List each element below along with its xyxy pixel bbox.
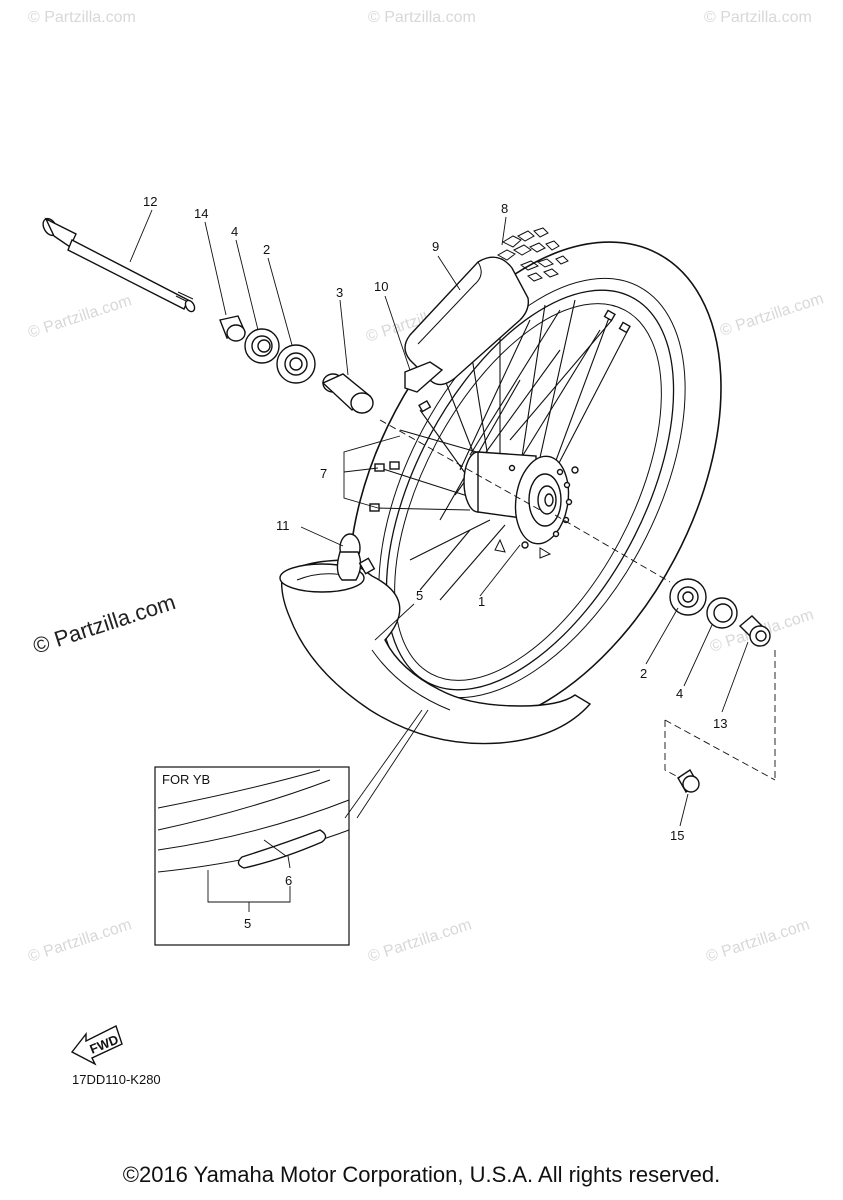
valve-nut (336, 533, 376, 581)
watermark: © Partzilla.com (368, 9, 476, 26)
collar (738, 615, 771, 647)
oil-seal (706, 597, 738, 629)
watermark: © Partzilla.com (28, 9, 136, 26)
collar (219, 315, 246, 342)
spacer (321, 373, 374, 414)
callout-11: 11 (276, 518, 290, 533)
callout-2: 2 (263, 242, 270, 257)
axle-centerline (379, 419, 671, 583)
bearing (276, 344, 316, 384)
callout-4: 4 (231, 224, 238, 239)
rim-lock (404, 361, 444, 393)
inset-callout-5: 5 (244, 916, 251, 931)
hub (463, 451, 579, 559)
axle (42, 217, 196, 313)
callout-10: 10 (374, 279, 388, 294)
watermark: © Partzilla.com (366, 916, 474, 965)
callout-14: 14 (194, 206, 208, 221)
callout-5: 5 (416, 588, 423, 603)
bearing (669, 578, 707, 616)
leader-lines (129, 209, 776, 827)
inset-title: FOR YB (162, 772, 210, 787)
watermark-large: © Partzilla.com (30, 589, 179, 659)
callout-4: 4 (676, 686, 683, 701)
watermark: © Partzilla.com (704, 916, 812, 965)
callout-9: 9 (432, 239, 439, 254)
callout-8: 8 (501, 201, 508, 216)
collar (677, 769, 700, 793)
callout-3: 3 (336, 285, 343, 300)
callout-2: 2 (640, 666, 647, 681)
inset-callout-6: 6 (285, 873, 292, 888)
callout-12: 12 (143, 194, 157, 209)
callout-15: 15 (670, 828, 684, 843)
watermark: © Partzilla.com (718, 290, 826, 339)
fwd-arrow-icon: FWD (70, 1025, 123, 1066)
watermark: © Partzilla.com (26, 916, 134, 965)
callout-7: 7 (320, 466, 327, 481)
inset-for-yb: FOR YB 6 5 (154, 766, 350, 946)
oil-seal (244, 328, 280, 364)
spoke-nipples (369, 309, 631, 512)
tire-tread (496, 227, 569, 282)
copyright-notice: ©2016 Yamaha Motor Corporation, U.S.A. A… (122, 1162, 721, 1187)
callout-13: 13 (713, 716, 727, 731)
watermark: © Partzilla.com (704, 9, 812, 26)
rim-band (404, 256, 530, 386)
callout-1: 1 (478, 594, 485, 609)
watermark: © Partzilla.com (26, 292, 134, 341)
callouts: 1 2 2 3 4 4 5 7 8 9 10 11 12 13 14 15 (143, 194, 727, 843)
diagram-code: 17DD110-K280 (72, 1072, 161, 1087)
